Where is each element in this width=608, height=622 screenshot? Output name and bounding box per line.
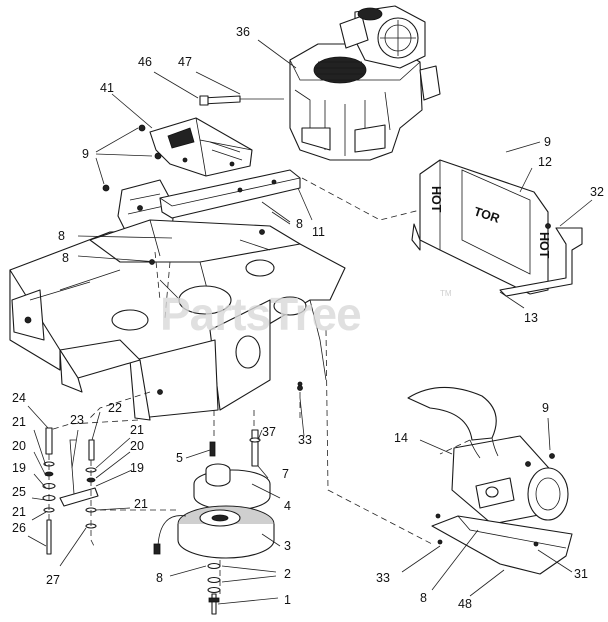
label-21c: 21	[134, 497, 148, 511]
frame-bolt[interactable]	[249, 385, 303, 467]
label-27: 27	[46, 573, 60, 587]
rear-bracket[interactable]	[499, 223, 583, 297]
assembly-lines	[48, 177, 471, 594]
label-1: 1	[284, 593, 291, 607]
label-11: 11	[312, 225, 325, 239]
label-4: 4	[284, 499, 291, 513]
decal-text-right: HOT	[537, 232, 551, 259]
control-console[interactable]	[149, 117, 253, 177]
label-19b: 19	[12, 461, 26, 475]
label-3: 3	[284, 539, 291, 553]
label-8d: 8	[156, 571, 163, 585]
label-5: 5	[176, 451, 183, 465]
label-21d: 21	[12, 505, 26, 519]
label-14: 14	[394, 431, 408, 445]
label-41: 41	[100, 81, 114, 95]
rear-guard[interactable]: TOR HOT HOT	[411, 159, 551, 295]
label-8a: 8	[296, 217, 303, 231]
label-8e: 8	[420, 591, 427, 605]
label-8c: 8	[62, 251, 69, 265]
label-12: 12	[538, 155, 552, 169]
console-screws[interactable]	[102, 124, 162, 192]
watermark-tm: TM	[440, 289, 452, 298]
label-8b: 8	[58, 229, 65, 243]
label-9b: 9	[544, 135, 551, 149]
heat-shield[interactable]	[431, 513, 573, 575]
label-33a: 33	[298, 433, 312, 447]
muffler[interactable]	[407, 386, 569, 531]
throttle-rod[interactable]	[199, 95, 284, 106]
label-20b: 20	[12, 439, 26, 453]
label-20a: 20	[130, 439, 144, 453]
label-32: 32	[590, 185, 604, 199]
brake-linkage[interactable]	[42, 427, 99, 555]
label-9c: 9	[542, 401, 549, 415]
label-31: 31	[574, 567, 588, 581]
label-21a: 21	[130, 423, 144, 437]
label-47: 47	[178, 55, 192, 69]
main-frame[interactable]	[9, 219, 346, 421]
label-13: 13	[524, 311, 538, 325]
watermark-text: PartsTree	[160, 288, 361, 340]
label-23: 23	[70, 413, 84, 427]
label-26: 26	[12, 521, 26, 535]
label-37: 37	[262, 425, 276, 439]
decal-text-left: HOT	[429, 186, 443, 213]
label-25: 25	[12, 485, 26, 499]
label-46: 46	[138, 55, 152, 69]
engine[interactable]	[289, 5, 441, 161]
clutch-assembly[interactable]	[153, 441, 275, 615]
label-21b: 21	[12, 415, 26, 429]
label-36: 36	[236, 25, 250, 39]
cross-bar[interactable]	[159, 169, 301, 219]
label-7: 7	[282, 467, 289, 481]
leader-lines	[27, 39, 593, 605]
label-24: 24	[12, 391, 26, 405]
label-48: 48	[458, 597, 472, 611]
label-9a: 9	[82, 147, 89, 161]
part-labels: 36 46 47 41 9 9 12 32 8 11 8 8 13 24 22 …	[12, 25, 604, 611]
label-2: 2	[284, 567, 291, 581]
label-33b: 33	[376, 571, 390, 585]
label-19a: 19	[130, 461, 144, 475]
label-22: 22	[108, 401, 122, 415]
watermark: PartsTree TM	[160, 288, 452, 340]
